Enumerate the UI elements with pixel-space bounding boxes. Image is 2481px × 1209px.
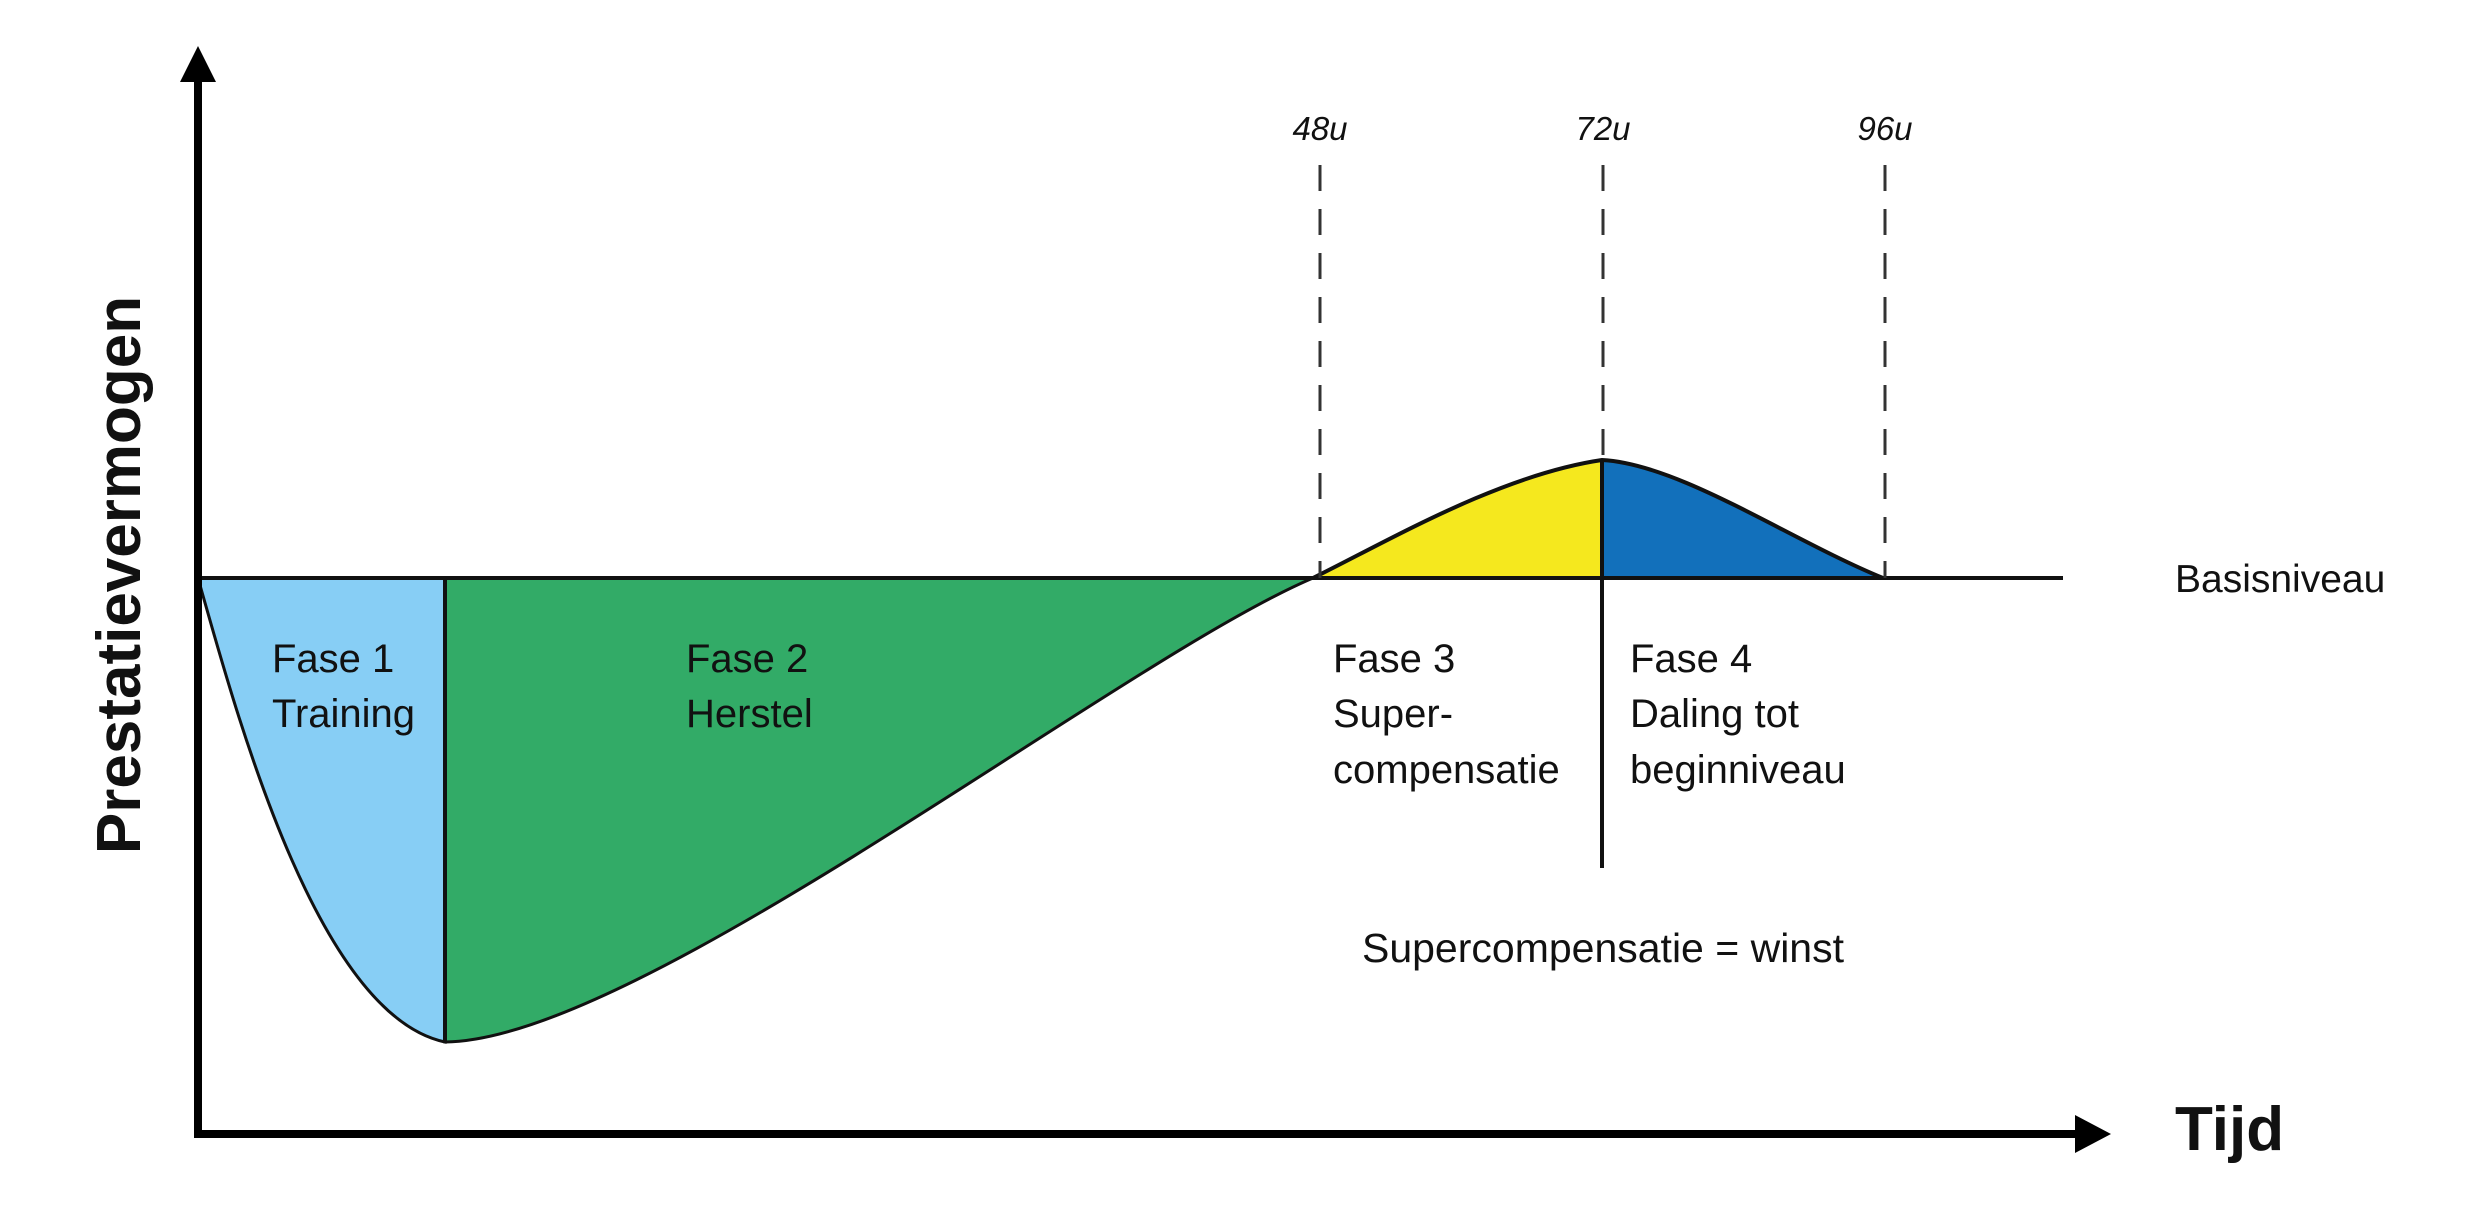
x-axis-arrowhead bbox=[2075, 1115, 2111, 1153]
phase-4-title: Fase 4 bbox=[1630, 637, 1752, 681]
marker-72u-label: 72u bbox=[1575, 110, 1630, 147]
phase-3-subtitle-cont: compensatie bbox=[1333, 748, 1560, 792]
x-axis-title: Tijd bbox=[2175, 1095, 2284, 1164]
phase-2-subtitle: Herstel bbox=[686, 692, 813, 736]
phase-3-area bbox=[1313, 460, 1602, 578]
phase-1-subtitle: Training bbox=[272, 692, 415, 736]
phase-3-subtitle: Super- bbox=[1333, 692, 1453, 736]
phase-2-area bbox=[443, 576, 1314, 1044]
baseline-label: Basisniveau bbox=[2175, 558, 2385, 601]
marker-96u-label: 96u bbox=[1857, 110, 1912, 147]
y-axis-arrowhead bbox=[180, 46, 216, 82]
phase-3-title: Fase 3 bbox=[1333, 637, 1455, 681]
phase-4-area bbox=[1602, 460, 1883, 578]
phase-1-title: Fase 1 bbox=[272, 637, 394, 681]
supercompensation-note: Supercompensatie = winst bbox=[1362, 925, 1845, 971]
y-axis-title: Prestatievermogen bbox=[85, 296, 154, 854]
phase-2-title: Fase 2 bbox=[686, 637, 808, 681]
phase-4-subtitle: Daling tot bbox=[1630, 692, 1799, 736]
phase-1-area bbox=[196, 576, 447, 1044]
marker-48u-label: 48u bbox=[1292, 110, 1347, 147]
phase-4-subtitle-cont: beginniveau bbox=[1630, 748, 1846, 792]
